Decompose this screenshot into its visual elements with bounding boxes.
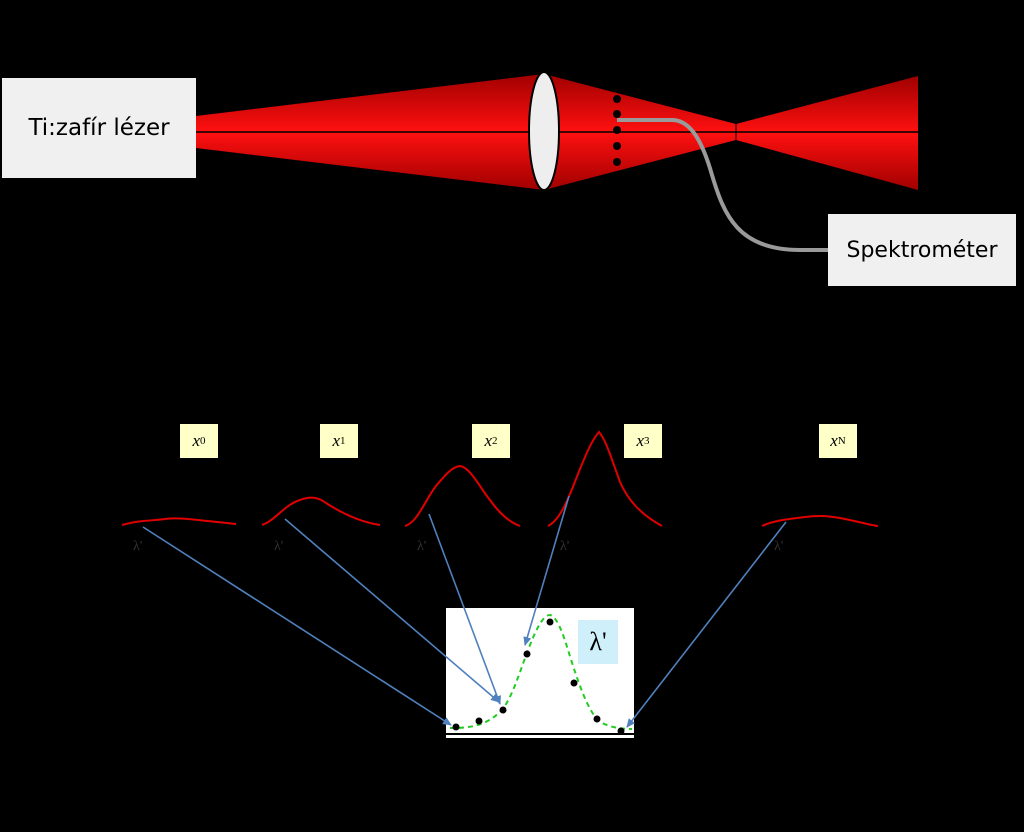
spectrum-x2 [404, 464, 521, 527]
spectrum-curves [121, 430, 879, 527]
arrow-x2 [428, 513, 501, 705]
fit-curve [449, 613, 633, 730]
optical-fiber [617, 118, 828, 252]
lambda-marker-x2: λ' [417, 539, 426, 554]
focusing-lens [528, 71, 560, 191]
spectrometer-box: Spektrométer [828, 214, 1016, 286]
measured-points [452, 618, 625, 735]
lambda-marker-x3: λ' [560, 539, 569, 554]
laser-label: Ti:zafír lézer [28, 115, 170, 141]
inset-legend: λ' [578, 620, 618, 664]
spectrometer-label: Spektrométer [846, 237, 998, 263]
spectrum-x3 [547, 430, 663, 527]
lambda-marker-xN: λ' [774, 539, 783, 554]
spectrum-xN [761, 514, 879, 527]
spectrum-x1 [261, 496, 381, 526]
arrow-x1 [284, 518, 500, 703]
laser-source-box: Ti:zafír lézer [2, 78, 196, 178]
arrow-xN [626, 521, 787, 728]
arrow-x0 [142, 526, 452, 726]
lambda-marker-x0: λ' [133, 539, 142, 554]
fiber-scan-points [613, 95, 621, 166]
lambda-marker-x1: λ' [274, 539, 283, 554]
spectrum-x0 [121, 517, 237, 526]
laser-beam-diverging [736, 76, 918, 190]
arrow-x3 [523, 495, 570, 646]
